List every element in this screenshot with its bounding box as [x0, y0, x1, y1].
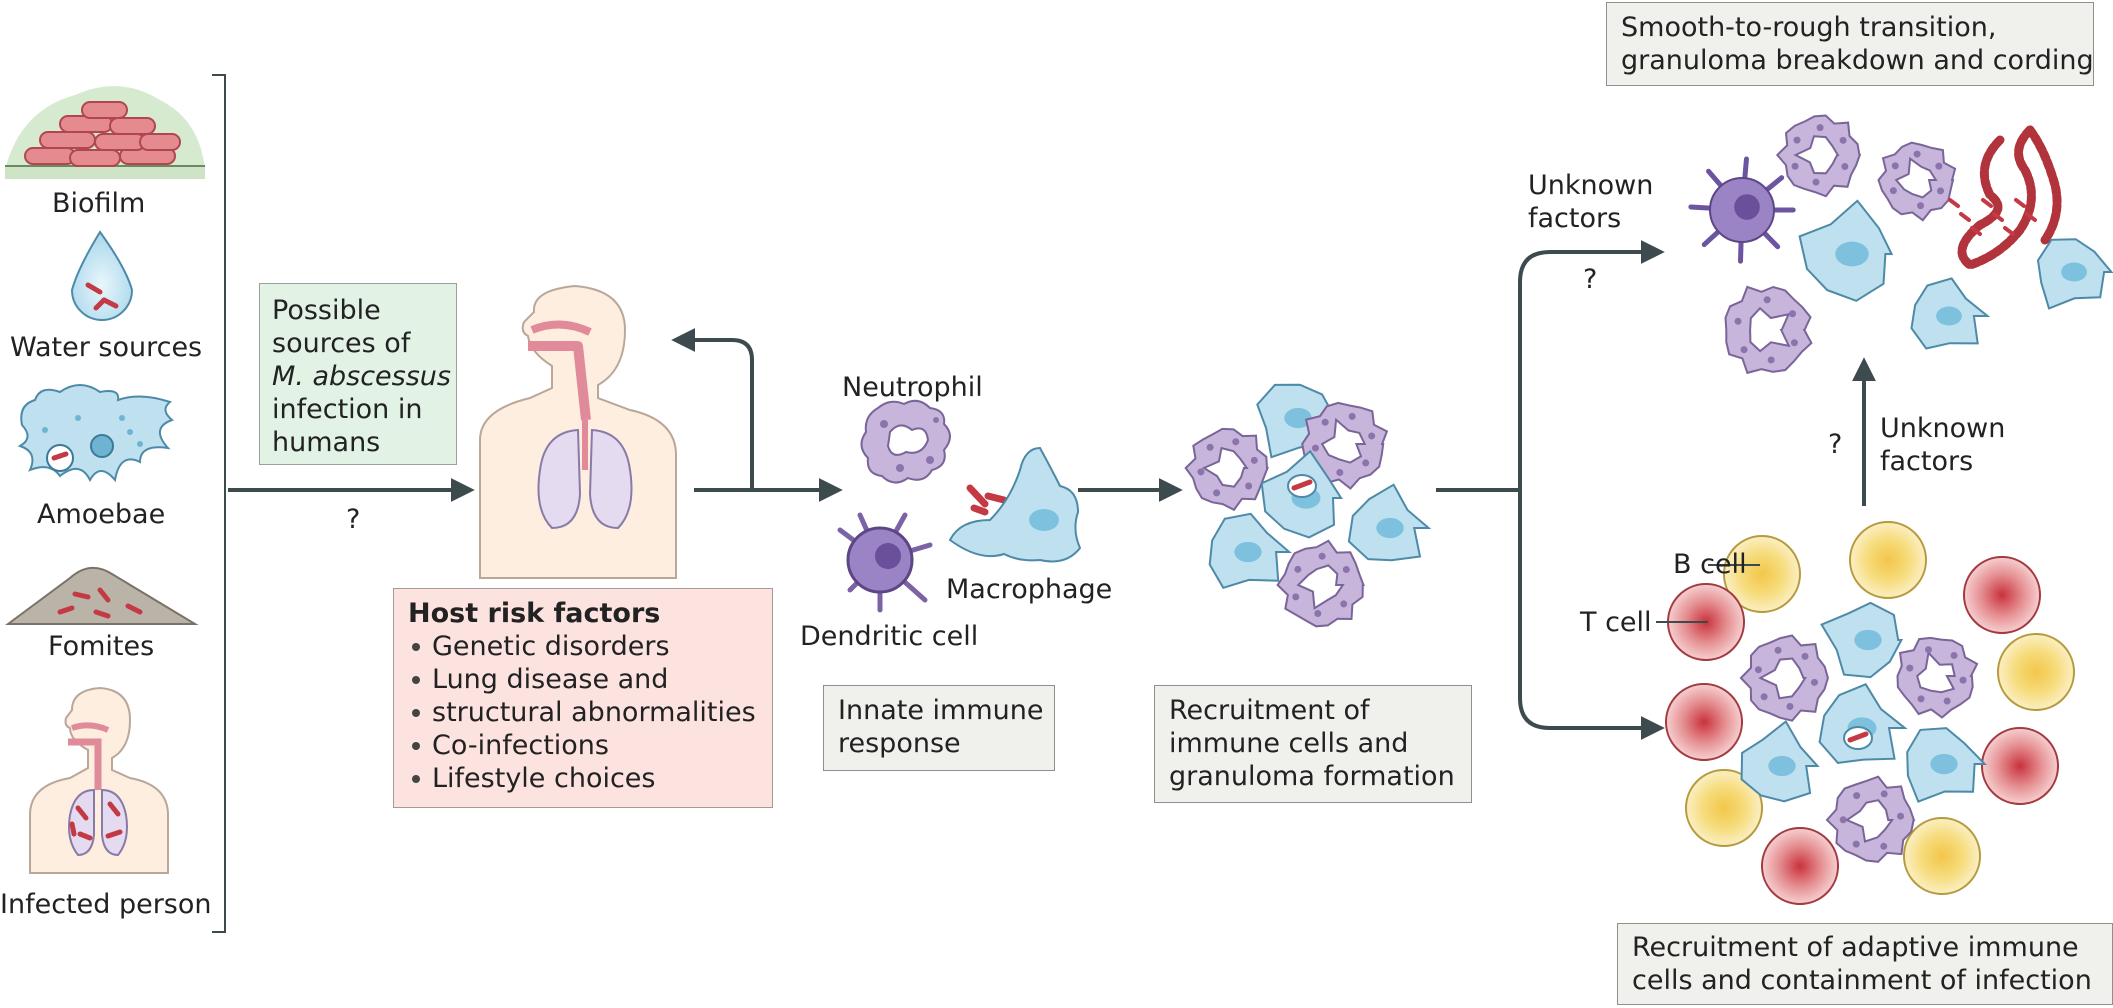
macrophage-cell: [1820, 601, 1904, 679]
possible-sources-line2: sources of: [272, 328, 411, 359]
dendritic-cell: [1688, 156, 1796, 264]
biofilm-icon: [5, 86, 205, 179]
arrow-feedback-up: [671, 328, 754, 490]
possible-sources-line4: infection in: [272, 394, 423, 425]
amoeba-icon: [17, 384, 174, 483]
question-mark-top: ?: [1583, 264, 1598, 295]
neutrophil-cell: [1825, 775, 1916, 863]
label-macrophage: Macrophage: [946, 574, 1113, 605]
b-cell: [1685, 769, 1763, 847]
neutrophil-cell: [1739, 634, 1829, 722]
unknown-factors-right: Unknown factors: [1880, 412, 2020, 478]
granuloma-formation-box: Recruitment of immune cells and granulom…: [1154, 685, 1472, 803]
adaptive-containment-box: Recruitment of adaptive immune cells and…: [1617, 923, 2113, 1005]
b-cell: [1723, 535, 1801, 613]
rough-transition-box: Smooth-to-rough transition, granuloma br…: [1606, 2, 2094, 86]
neutrophil-cell: [1877, 141, 1957, 222]
granuloma-line2: immune cells and: [1169, 728, 1409, 759]
question-mark-right: ?: [1828, 429, 1843, 460]
macrophage-cell: [1910, 277, 1991, 350]
unknown-top-line2: factors: [1528, 203, 1622, 234]
possible-sources-box: Possible sources of M. abscessus infecti…: [259, 283, 457, 465]
host-risk-list: Genetic disorders Lung disease and struc…: [408, 630, 758, 795]
infected-person-icon: [29, 686, 169, 874]
label-water-sources: Water sources: [10, 332, 203, 363]
neutrophil-cell: [1184, 427, 1269, 512]
label-fomites: Fomites: [48, 631, 155, 662]
macrophage-cell: [2036, 238, 2113, 310]
possible-sources-line3: M. abscessus: [272, 361, 451, 392]
b-cell: [1849, 521, 1927, 599]
water-drop-icon: [70, 230, 134, 321]
granuloma-line1: Recruitment of: [1169, 695, 1370, 726]
rough-line1: Smooth-to-rough transition,: [1621, 12, 1997, 43]
label-infected-person: Infected person: [0, 889, 212, 920]
label-amoebae: Amoebae: [37, 499, 166, 530]
arrow-to-rough: [1518, 240, 1665, 490]
b-cell: [1903, 817, 1981, 895]
host-risk-item-continued: structural abnormalities: [408, 696, 758, 729]
label-biofilm: Biofilm: [52, 188, 146, 219]
question-mark-sources: ?: [346, 504, 361, 535]
unknown-right-line1: Unknown: [1880, 413, 2006, 444]
macrophage-cell: [1740, 719, 1820, 803]
t-cell: [1963, 556, 2041, 634]
label-b-cell: B cell: [1673, 549, 1747, 580]
label-t-cell: T cell: [1580, 607, 1652, 638]
t-cell: [1665, 683, 1743, 761]
macrophage-cell: [1208, 512, 1292, 589]
arrows: [228, 240, 1876, 740]
macrophage-cell: [1818, 683, 1908, 764]
label-dendritic-cell: Dendritic cell: [800, 621, 979, 652]
host-risk-item: Genetic disorders: [408, 630, 758, 663]
t-cell: [1761, 827, 1839, 905]
possible-sources-line5: humans: [272, 427, 381, 458]
neutrophil-cell: [1896, 636, 1979, 719]
human-figure: [479, 284, 677, 579]
innate-response-box: Innate immune response: [823, 685, 1055, 771]
fomites-icon: [4, 567, 199, 625]
unknown-right-line2: factors: [1880, 446, 1974, 477]
bacteria-innate: [966, 484, 1008, 516]
sources-bracket: [212, 74, 226, 933]
host-risk-factors-box: Host risk factors Genetic disorders Lung…: [393, 588, 773, 808]
macrophage-cell: [1798, 199, 1894, 302]
host-risk-title: Host risk factors: [408, 598, 661, 629]
neutrophil-cell: [1276, 539, 1365, 628]
label-neutrophil: Neutrophil: [842, 372, 983, 403]
possible-sources-line1: Possible: [272, 295, 381, 326]
adaptive-line1: Recruitment of adaptive immune: [1632, 932, 2079, 963]
host-risk-item: Co-infections: [408, 729, 758, 762]
rough-line2: granuloma breakdown and cording: [1621, 45, 2094, 76]
dendritic-cell: [837, 512, 933, 613]
host-risk-item: Lifestyle choices: [408, 762, 758, 795]
macrophage-cell: [1906, 727, 1988, 803]
rough-cluster: [1688, 114, 2113, 375]
unknown-factors-top: Unknown factors: [1528, 169, 1654, 235]
granuloma-line3: granuloma formation: [1169, 761, 1455, 792]
neutrophil-cell: [1301, 401, 1389, 490]
innate-line2: response: [838, 728, 961, 759]
adaptive-line2: cells and containment of infection: [1632, 965, 2092, 996]
unknown-top-line1: Unknown: [1528, 170, 1654, 201]
innate-line1: Innate immune: [838, 695, 1044, 726]
neutrophil-cell: [860, 399, 951, 484]
macrophage-cell: [948, 446, 1082, 563]
neutrophil-cell: [1775, 114, 1862, 198]
macrophage-cell: [1347, 483, 1432, 562]
host-risk-item: Lung disease and: [408, 663, 758, 696]
granuloma-cluster: [1184, 383, 1432, 628]
t-cell: [1981, 727, 2059, 805]
arrow-to-adaptive: [1518, 490, 1665, 740]
neutrophil-cell: [1724, 285, 1813, 375]
b-cell: [1997, 633, 2075, 711]
adaptive-cluster: [1665, 521, 2075, 905]
